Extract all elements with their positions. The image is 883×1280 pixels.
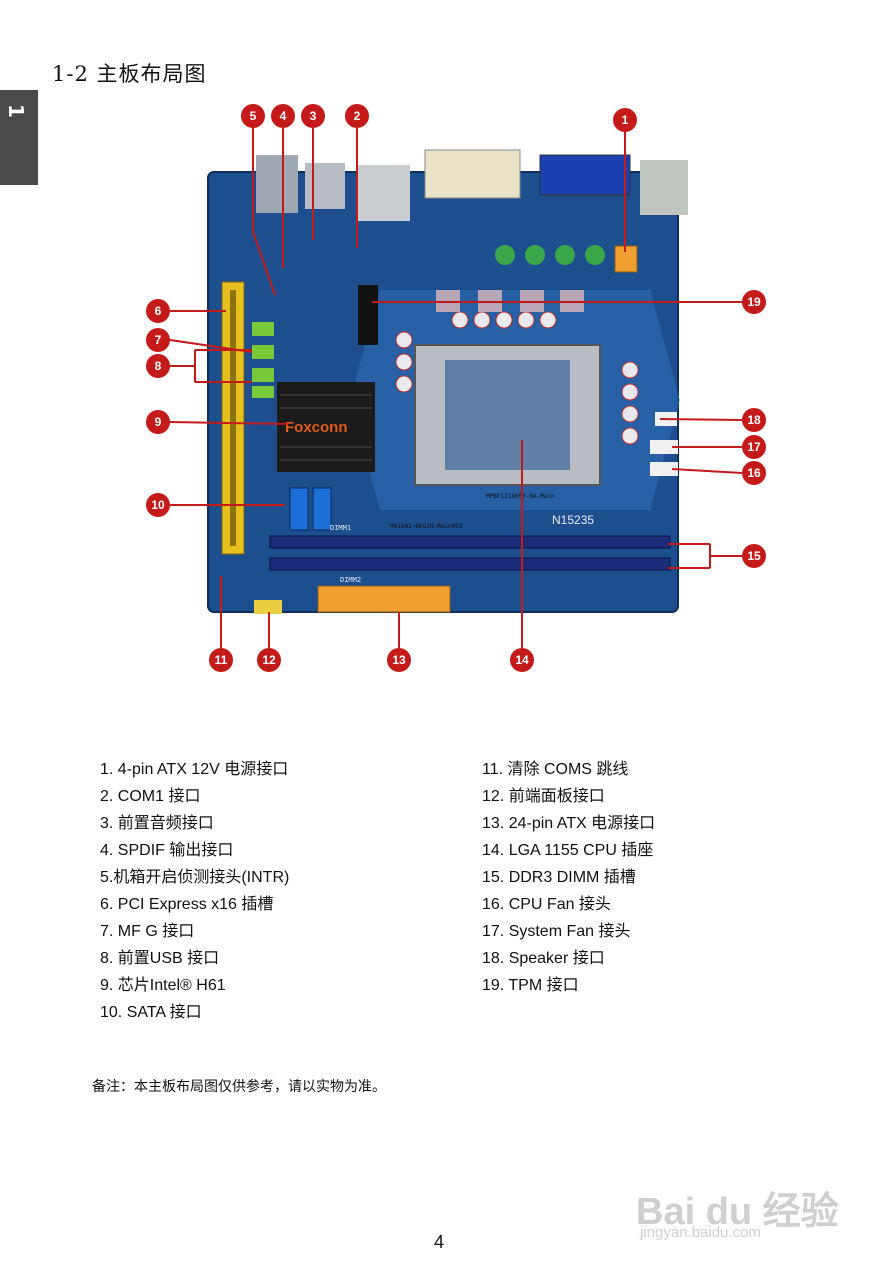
- list-item: 3. 前置音频接口: [100, 815, 214, 832]
- green-capacitors: [495, 245, 605, 265]
- callout-13: 13: [387, 648, 411, 672]
- callout-15-label: 15: [747, 549, 761, 563]
- callout-18-label: 18: [747, 413, 761, 427]
- callout-4-label: 4: [280, 109, 287, 123]
- callout-9-label: 9: [155, 415, 162, 429]
- callout-6: 6: [146, 299, 170, 323]
- dimm-silk-label: DIMM1: [330, 524, 351, 532]
- page-number: 4: [434, 1232, 445, 1252]
- board-code-label: H61S01-6KS2H-Main003: [390, 523, 463, 530]
- callout-5: 5: [241, 104, 265, 128]
- vga-port: [539, 154, 631, 196]
- motherboard-diagram: Foxconn DIMM1 DIMM2 H61S01-6KS2H-Main003…: [146, 104, 766, 672]
- rear-io-lan: [305, 163, 345, 209]
- callout-16: 16: [742, 461, 766, 485]
- callout-12: 12: [257, 648, 281, 672]
- callout-10-label: 10: [151, 498, 165, 512]
- callout-2: 2: [345, 104, 369, 128]
- list-item: 8. 前置USB 接口: [100, 950, 220, 967]
- callout-11: 11: [209, 648, 233, 672]
- baidu-watermark: Bai du 经验 jingyan.baidu.com: [636, 1180, 846, 1250]
- list-item: 13. 24-pin ATX 电源接口: [482, 815, 656, 832]
- callout-4: 4: [271, 104, 295, 128]
- callout-10: 10: [146, 493, 170, 517]
- callout-11-label: 11: [215, 653, 228, 667]
- list-item: 4. SPDIF 输出接口: [100, 842, 234, 859]
- list-item: 18. Speaker 接口: [482, 950, 605, 967]
- dimm2-silk-label: DIMM2: [340, 576, 361, 584]
- list-item: 14. LGA 1155 CPU 插座: [482, 842, 654, 859]
- chipset-brand-label: Foxconn: [285, 419, 348, 436]
- atx-24pin-connector: [317, 585, 451, 613]
- dimm-slot-1: [269, 535, 671, 549]
- callout-9: 9: [146, 410, 170, 434]
- callout-markers: 1 2 3 4 5 6 7 8 9 10 11 12 13 14 15 16 1…: [146, 104, 766, 672]
- callout-19: 19: [742, 290, 766, 314]
- callout-6-label: 6: [155, 304, 162, 318]
- list-item: 11. 清除 COMS 跳线: [482, 761, 629, 778]
- watermark-main: Bai du 经验: [636, 1191, 839, 1233]
- callout-14: 14: [510, 648, 534, 672]
- section-title: 1-2 主板布局图: [52, 62, 207, 86]
- callout-2-label: 2: [354, 109, 361, 123]
- callout-3: 3: [301, 104, 325, 128]
- mpbf-code-label: MPBF1218000-0A-Main: [486, 493, 555, 500]
- list-item: 2. COM1 接口: [100, 788, 201, 805]
- callout-14-label: 14: [515, 653, 529, 667]
- callout-18: 18: [742, 408, 766, 432]
- capacitor-row: [395, 311, 639, 445]
- list-item: 7. MF G 接口: [100, 923, 195, 940]
- callout-1-label: 1: [622, 113, 629, 127]
- system-fan-header: [650, 440, 678, 454]
- tpm-header: [358, 285, 378, 345]
- ps2-port: [640, 160, 688, 215]
- list-item: 10. SATA 接口: [100, 1004, 202, 1021]
- callout-3-label: 3: [310, 109, 317, 123]
- chipset-heatsink: [277, 382, 375, 472]
- dvi-port: [424, 149, 521, 199]
- list-item: 6. PCI Express x16 插槽: [100, 896, 274, 913]
- front-panel-header: [254, 600, 282, 614]
- front-usb-headers: [252, 322, 274, 398]
- callout-8-label: 8: [155, 359, 162, 373]
- list-item: 12. 前端面板接口: [482, 788, 605, 805]
- footnote: 备注：本主板布局图仅供参考，请以实物为准。: [92, 1079, 386, 1095]
- rear-io-audio: [256, 155, 298, 213]
- pcie-slot-groove: [230, 290, 236, 546]
- callout-16-label: 16: [747, 466, 761, 480]
- callout-17-label: 17: [747, 440, 761, 454]
- sata-port-2: [312, 487, 332, 531]
- callout-5-label: 5: [250, 109, 257, 123]
- callout-15: 15: [742, 544, 766, 568]
- callout-13-label: 13: [392, 653, 406, 667]
- callout-1: 1: [613, 108, 637, 132]
- cpu-fan-header: [650, 462, 678, 476]
- component-list-right: 11. 清除 COMS 跳线 12. 前端面板接口 13. 24-pin ATX…: [482, 756, 655, 999]
- chapter-tab: 1: [0, 90, 38, 185]
- cpu-socket-inner: [445, 360, 570, 470]
- list-item: 17. System Fan 接头: [482, 923, 631, 940]
- callout-12-label: 12: [262, 653, 276, 667]
- callout-17: 17: [742, 435, 766, 459]
- model-mark-label: N15235: [552, 513, 594, 527]
- dimm-slot-2: [269, 557, 671, 571]
- callout-7-label: 7: [155, 333, 162, 347]
- callout-8: 8: [146, 354, 170, 378]
- heatsink-fins: [280, 394, 372, 461]
- list-item: 5.机箱开启侦测接头(INTR): [100, 869, 290, 886]
- component-list-left: 1. 4-pin ATX 12V 电源接口 2. COM1 接口 3. 前置音频…: [100, 756, 289, 1026]
- callout-leaders: [169, 128, 743, 648]
- list-item: 16. CPU Fan 接头: [482, 896, 611, 913]
- list-item: 9. 芯片Intel® H61: [100, 977, 226, 994]
- rear-io-usb: [358, 165, 410, 221]
- callout-19-label: 19: [747, 295, 761, 309]
- callout-7: 7: [146, 328, 170, 352]
- list-item: 1. 4-pin ATX 12V 电源接口: [100, 761, 289, 778]
- watermark-url: jingyan.baidu.com: [640, 1224, 761, 1241]
- sata-port-1: [289, 487, 309, 531]
- list-item: 15. DDR3 DIMM 插槽: [482, 869, 636, 886]
- list-item: 19. TPM 接口: [482, 977, 579, 994]
